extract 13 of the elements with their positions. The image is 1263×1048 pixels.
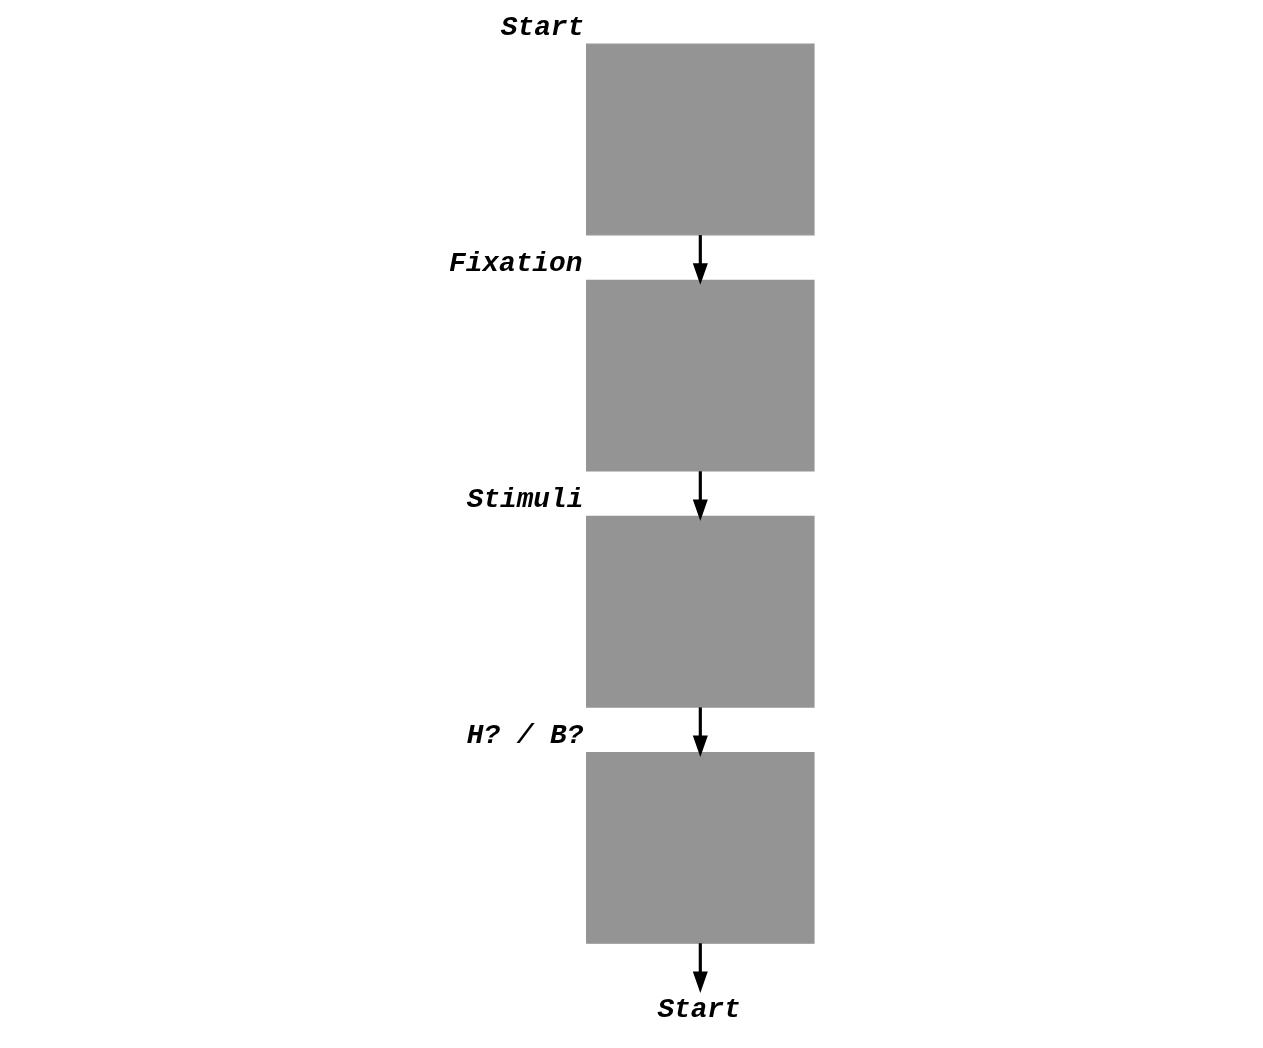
arrow [692,707,708,758]
node-label: Stimuli [466,484,584,516]
arrow [692,235,708,285]
arrow [692,943,708,993]
node-box [586,43,815,236]
node-text: Start [657,994,741,1026]
node-label: Fixation [449,247,583,279]
node-box [586,751,815,944]
node-box [586,279,815,472]
node-box [586,515,815,708]
node-label: H? / B? [466,720,584,752]
arrow [692,471,708,521]
node-label: Start [500,11,585,43]
